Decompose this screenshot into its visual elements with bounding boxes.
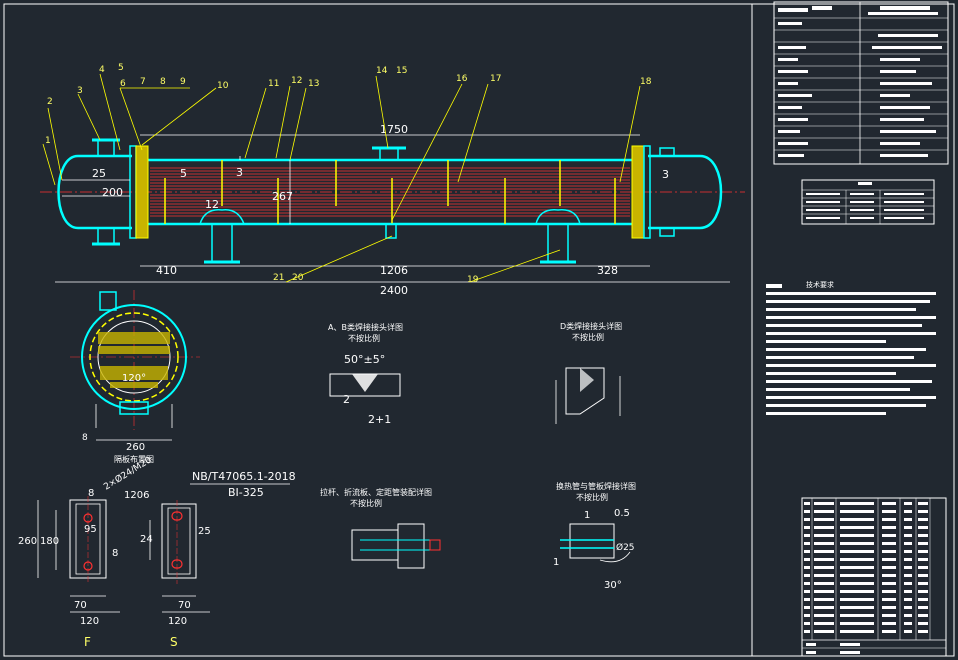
dim-5: 5 [180,167,187,180]
dim-seg-mid: 1206 [380,264,408,277]
end-view-angle: 120° [122,373,146,384]
callout-4: 4 [99,65,105,75]
tech-requirements: 技术要求 [766,280,936,415]
tube-sub: 不按比例 [350,498,382,508]
ab-angle: 50°±5° [344,353,385,366]
d-weld-detail: D类焊接接头详图 不按比例 [555,321,622,424]
tie-rod-detail: 拉杆、折流板、定距管装配详图 不按比例 [320,487,441,569]
callout-19: 19 [467,275,479,285]
saddle-views: NB/T47065.1-2018 BI-325 2×Ø24/M20 8 1206… [18,454,296,649]
left-head [57,154,79,230]
callout-15: 15 [396,66,407,76]
baffles [164,160,616,224]
saddle-code: BI-325 [228,486,264,499]
hx-title: 换热管与管板焊接详图 [556,481,636,491]
dim-total-length: 2400 [380,284,408,297]
d-sub: 不按比例 [572,332,604,342]
callout-16: 16 [456,74,468,84]
callout-21: 21 [273,273,284,283]
drawing-border [3,3,955,657]
callout-17: 17 [490,74,501,84]
right-tubesheet [631,145,645,239]
hx-1b: 1 [553,557,559,568]
callout-10: 10 [217,81,229,91]
end-view-caption: 隔板布置图 [114,454,154,464]
callout-labels: 1 2 3 4 5 6 7 8 9 10 11 12 13 14 15 16 1… [42,63,652,285]
end-view-8: 8 [82,433,88,443]
nozzles [92,138,675,246]
saddle-label-s: S [170,635,178,649]
dimension-lines [55,134,730,283]
d-title: D类焊接接头详图 [560,321,622,331]
end-view: 120° 260 8 隔板布置图 [70,290,200,464]
saddle-d180: 180 [40,536,59,547]
dim-seg-right: 328 [597,264,618,277]
tube-bundle [150,167,630,217]
left-tubesheet [135,145,149,239]
ab-title: A、B类焊接接头详图 [328,322,403,332]
tube-title: 拉杆、折流板、定距管装配详图 [320,487,432,497]
parts-list-table [801,497,947,657]
saddles [198,209,581,264]
hx-phi: Ø25 [616,542,635,553]
ab-d2: 2 [343,393,350,406]
main-vessel-view: 2400 410 1206 328 1750 25 200 5 3 3 12 2… [40,123,745,297]
design-data-table [773,1,949,165]
callout-9: 9 [180,77,186,87]
nozzle-table [801,179,935,225]
hx-angle: 30° [604,580,622,591]
dim-seg-left: 410 [156,264,177,277]
callout-12: 12 [291,76,302,86]
ab-gap: 2+1 [368,413,391,426]
callout-13: 13 [308,79,319,89]
saddle-d70b: 70 [178,600,191,611]
callout-1: 1 [45,136,51,146]
saddle-d8: 8 [88,488,94,499]
dim-200: 200 [102,186,123,199]
dim-3b: 3 [662,168,669,181]
end-view-width: 260 [126,442,145,453]
saddle-d120a: 120 [80,616,99,627]
tube-tubesheet-detail: 换热管与管板焊接详图 不按比例 1 0.5 1 Ø25 30° [553,481,636,591]
hx-sub: 不按比例 [576,492,608,502]
saddle-standard: NB/T47065.1-2018 [192,470,296,483]
hx-d05: 0.5 [614,508,630,519]
saddle-d120b: 120 [168,616,187,627]
callout-11: 11 [268,79,279,89]
ab-weld-detail: A、B类焊接接头详图 不按比例 50°±5° 2 2+1 [328,322,403,426]
dim-267: 267 [272,190,293,203]
callout-18: 18 [640,77,652,87]
dim-top-span: 1750 [380,123,408,136]
right-flange [643,145,651,239]
ab-sub: 不按比例 [348,333,380,343]
callout-7: 7 [140,77,146,87]
saddle-label-f: F [84,635,91,649]
saddle-d24: 24 [140,534,153,545]
dim-3: 3 [236,166,243,179]
callout-6: 6 [120,79,126,89]
saddle-d95: 95 [84,524,97,535]
dim-12: 12 [205,198,219,211]
saddle-d70a: 70 [74,600,87,611]
saddle-d8b: 8 [112,548,118,559]
callout-20: 20 [292,273,304,283]
tech-title: 技术要求 [806,280,834,289]
callout-3: 3 [77,86,83,96]
right-head [699,154,723,230]
callout-2: 2 [47,97,53,107]
callout-5: 5 [118,63,124,73]
callout-8: 8 [160,77,166,87]
saddle-d260: 260 [18,536,37,547]
saddle-d25: 25 [198,526,211,537]
hx-1a: 1 [584,510,590,521]
dim-25: 25 [92,167,106,180]
callout-14: 14 [376,66,388,76]
saddle-d1206: 1206 [124,490,149,501]
